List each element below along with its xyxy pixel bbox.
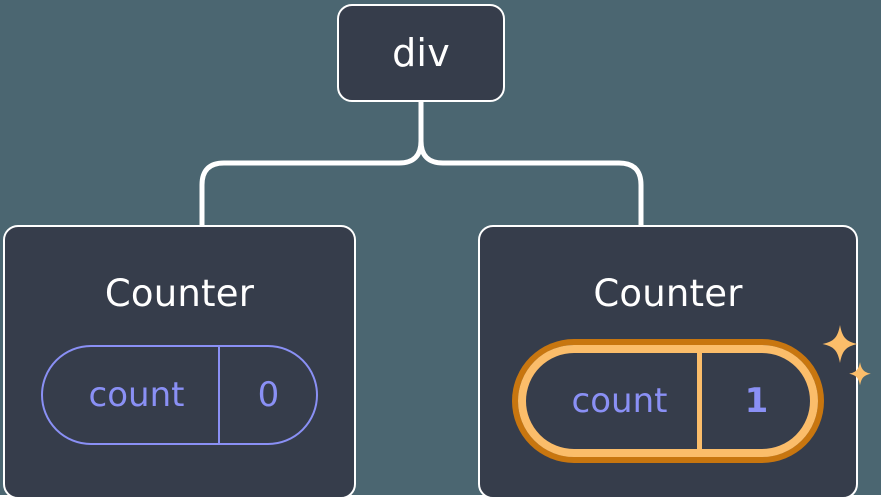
state-hook-left-name: count <box>88 375 185 415</box>
state-hook-right-wrapper: count 1 <box>517 325 872 457</box>
sparkle-large-icon <box>822 325 858 363</box>
state-hook-left-value: 0 <box>218 347 316 443</box>
node-counter-right-title: Counter <box>593 272 743 315</box>
edge-root-to-left-counter <box>199 98 424 229</box>
node-div-title: div <box>392 31 450 75</box>
state-hook-right-name: count <box>571 381 668 421</box>
node-div[interactable]: div <box>337 4 505 102</box>
state-hook-right[interactable]: count 1 <box>517 345 819 457</box>
state-hook-left[interactable]: count 0 <box>40 345 319 445</box>
node-counter-left[interactable]: Counter count 0 <box>3 225 356 499</box>
node-counter-left-title: Counter <box>104 272 255 315</box>
state-hook-right-value: 1 <box>697 353 810 449</box>
state-hook-left-wrapper: count 0 <box>40 345 319 445</box>
node-counter-right[interactable]: Counter count 1 <box>478 225 872 499</box>
edge-root-to-right-counter <box>418 98 644 229</box>
